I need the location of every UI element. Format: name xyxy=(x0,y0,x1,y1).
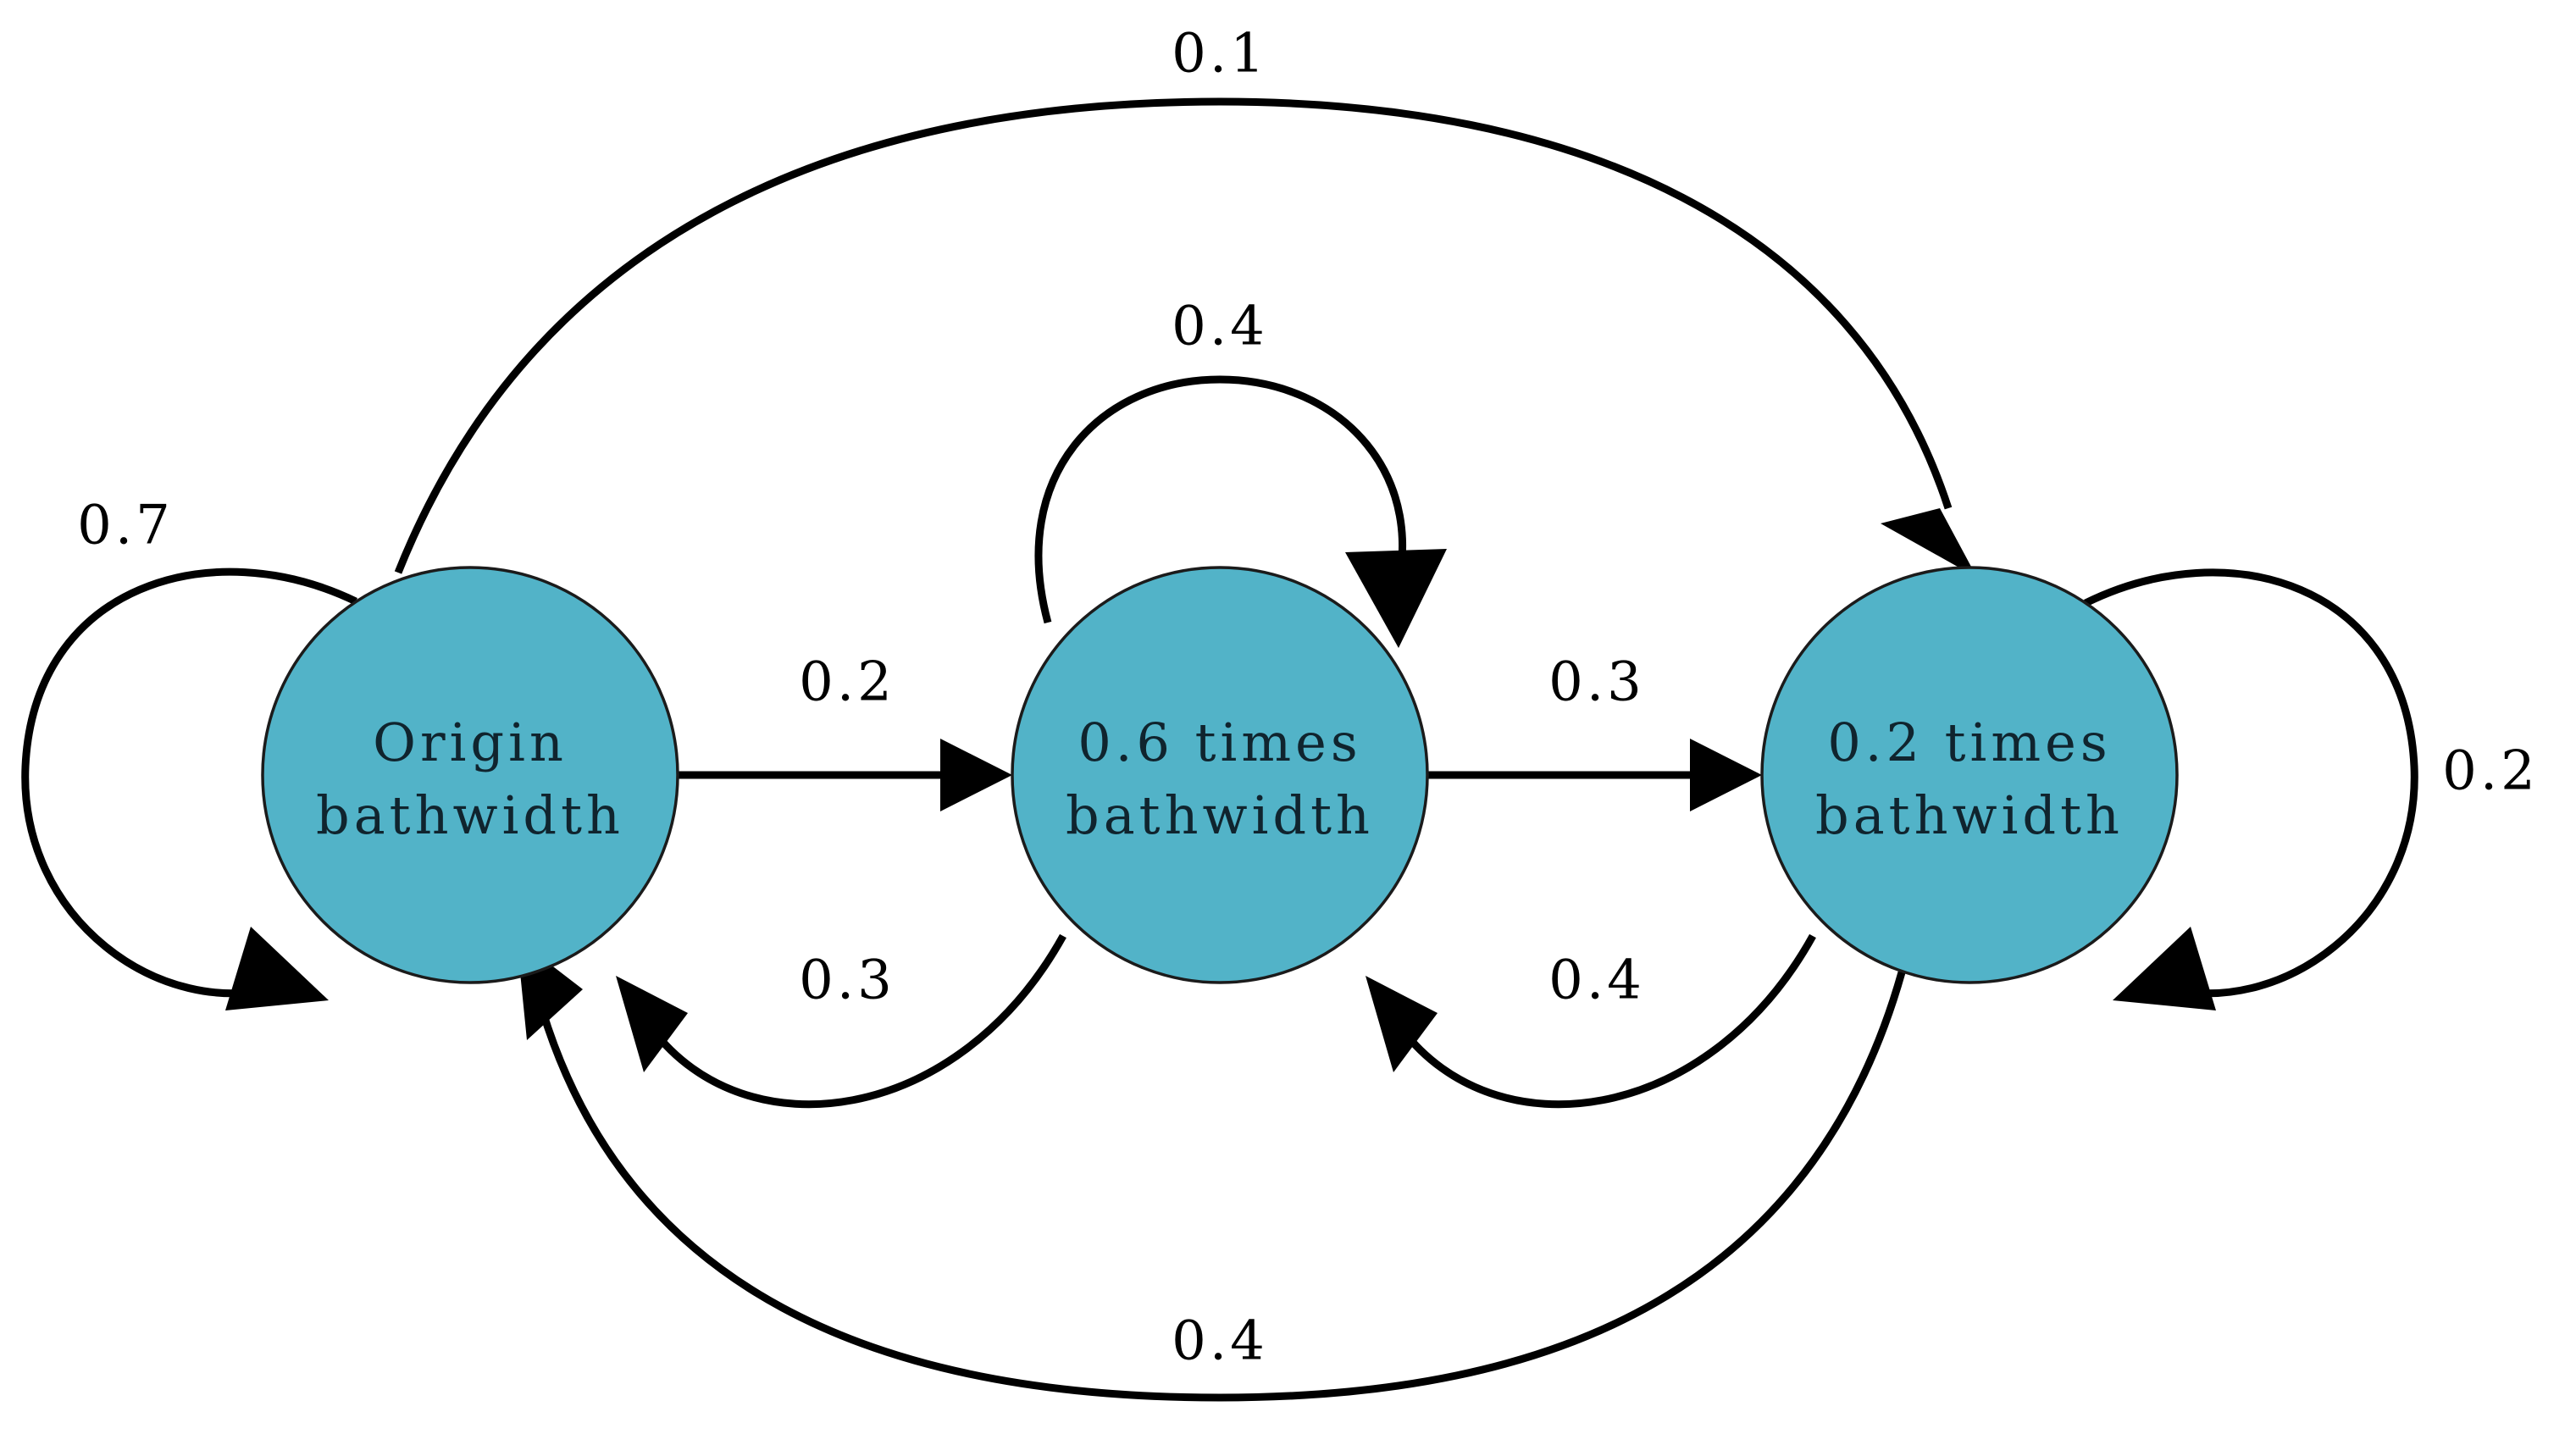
node-times06[interactable]: 0.6 times bathwidth xyxy=(1011,566,1429,984)
edge-times02-times06-arrowhead xyxy=(1366,976,1438,1072)
edge-label-times06-times02: 0.3 xyxy=(1548,651,1645,714)
edge-origin-times02-arrowhead xyxy=(1881,508,1977,578)
edge-times02-times06-path xyxy=(1399,933,1816,1109)
node-times06-circle xyxy=(1011,566,1429,984)
node-times06-label-line1: 0.6 times xyxy=(1077,711,1361,773)
edge-times02-origin-path xyxy=(538,971,1906,1402)
node-times02-label-line2: bathwidth xyxy=(1815,784,2124,846)
edge-label-times02-times06: 0.4 xyxy=(1548,950,1645,1012)
node-times02[interactable]: 0.2 times bathwidth xyxy=(1760,566,2179,984)
edge-label-origin-times02: 0.1 xyxy=(1172,23,1268,86)
edge-origin-self-arrowhead xyxy=(225,927,329,1010)
edge-times06-times02-arrowhead xyxy=(1690,739,1762,811)
edge-label-origin-times06: 0.2 xyxy=(799,651,895,714)
edge-origin-times02[interactable] xyxy=(394,97,1977,578)
node-origin[interactable]: Origin bathwidth xyxy=(261,566,679,984)
edge-times06-self-path xyxy=(1034,375,1406,624)
node-times06-label-line2: bathwidth xyxy=(1066,784,1374,846)
node-origin-label-line1: Origin xyxy=(373,711,568,773)
edge-times02-self-path xyxy=(2084,568,2418,998)
edge-origin-self-path xyxy=(21,568,357,998)
node-origin-label-line2: bathwidth xyxy=(316,784,624,846)
edge-label-times06-origin: 0.3 xyxy=(799,950,895,1012)
edge-origin-self[interactable] xyxy=(21,568,357,1010)
edge-times02-self-arrowhead xyxy=(2113,927,2216,1010)
edge-times06-times02[interactable] xyxy=(1427,739,1762,811)
edge-label-times06-self: 0.4 xyxy=(1172,296,1268,358)
edge-origin-times02-path xyxy=(394,97,1953,574)
node-origin-circle xyxy=(261,566,679,984)
edge-times02-times06[interactable] xyxy=(1366,933,1816,1109)
edge-times06-origin-path xyxy=(649,933,1066,1109)
edge-times06-origin-arrowhead xyxy=(616,976,688,1072)
node-times02-circle xyxy=(1760,566,2179,984)
node-times02-label-line1: 0.2 times xyxy=(1827,711,2111,773)
edge-times02-self[interactable] xyxy=(2084,568,2418,1010)
edge-times06-self[interactable] xyxy=(1034,375,1447,648)
edge-origin-times06-arrowhead xyxy=(940,739,1012,811)
edge-label-times02-self: 0.2 xyxy=(2442,740,2539,803)
edge-times06-origin[interactable] xyxy=(616,933,1066,1109)
edge-label-times02-origin: 0.4 xyxy=(1172,1310,1268,1373)
edge-times06-self-arrowhead xyxy=(1345,549,1447,648)
edge-label-origin-self: 0.7 xyxy=(77,495,174,557)
edge-origin-times06[interactable] xyxy=(678,739,1012,811)
